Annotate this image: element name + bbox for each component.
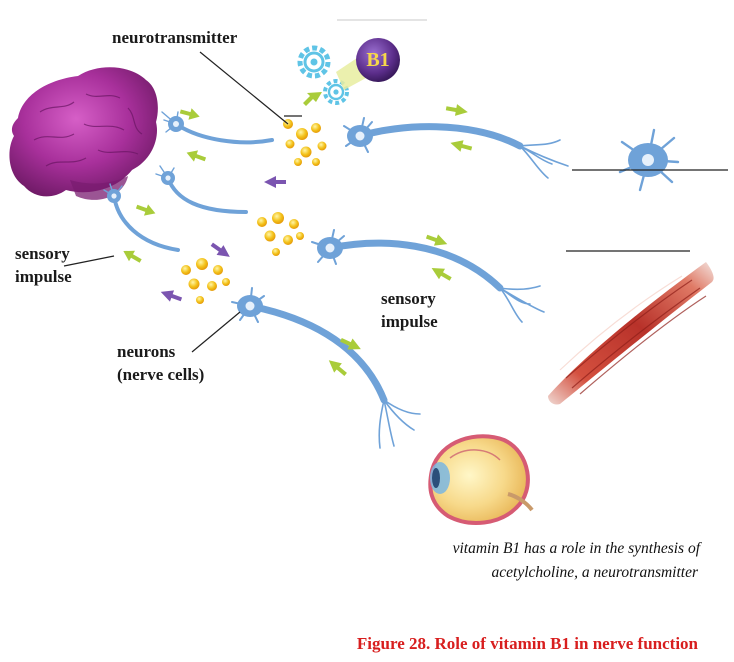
figure-caption: Figure 28. Role of vitamin B1 in nerve f… (356, 634, 698, 653)
vitamin-b1-badge-label: B1 (366, 49, 390, 71)
brain-illustration (9, 67, 158, 200)
neuron-6-nucleus (325, 243, 335, 253)
neurons-label-line-2: (nerve cells) (117, 365, 205, 384)
neurons-label-line-1: neurons (117, 342, 176, 361)
neuron-2-nucleus (165, 175, 171, 181)
sensory-impulse-mid-line-1: sensory (381, 289, 436, 308)
neuron-1-nucleus (173, 121, 179, 127)
neuron-5-nucleus (642, 154, 654, 166)
impulse-arrows-purple (160, 176, 286, 302)
eye-illustration (428, 434, 534, 525)
neuron-7-nucleus (245, 301, 255, 311)
neurotransmitter-pointer-line (199, 51, 289, 125)
neurotransmitter-cluster-2 (257, 212, 304, 256)
neuron-4-nucleus (355, 131, 365, 141)
sensory-impulse-left-line-1: sensory (15, 244, 70, 263)
muscle-illustration (548, 262, 714, 405)
neurotransmitter-label: neurotransmitter (112, 28, 238, 47)
neurons-pointer-line (191, 311, 241, 353)
sensory-impulse-left-line-2: impulse (15, 267, 72, 286)
gear-icon (297, 45, 331, 79)
impulse-arrows-green (123, 92, 473, 376)
sensory-impulse-left-pointer-line (63, 255, 115, 267)
neurotransmitter-cluster-3 (181, 258, 230, 304)
neuron-4 (343, 117, 569, 179)
vitamin-b1-note-line-1: vitamin B1 has a role in the synthesis o… (452, 540, 700, 557)
sensory-impulse-mid-line-2: impulse (381, 312, 438, 331)
neuron-3-nucleus (111, 193, 117, 199)
neurotransmitter-cluster-1 (283, 119, 327, 166)
gear-icon (323, 79, 349, 105)
b1-badge (356, 38, 400, 82)
vitamin-b1-note-line-2: acetylcholine, a neurotransmitter (491, 564, 698, 581)
